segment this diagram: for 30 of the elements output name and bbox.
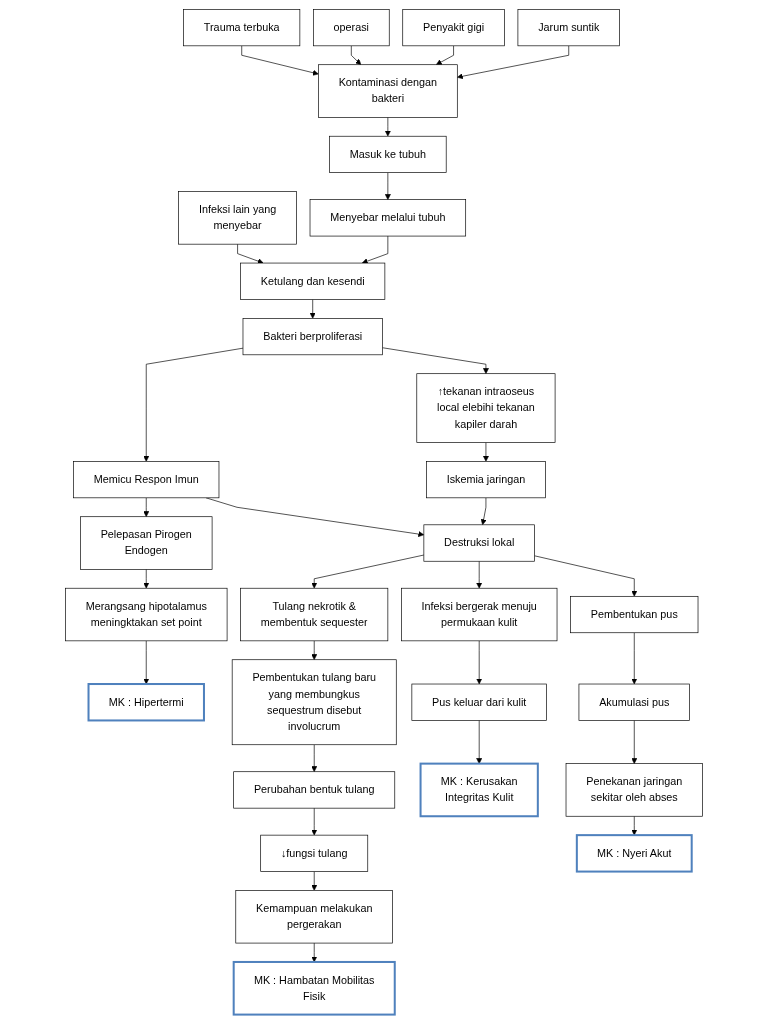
node-box: MK : Hipertermi (87, 683, 205, 722)
node-box: Infeksi lain yang menyebar (178, 191, 297, 245)
node-box: MK : Hambatan Mobilitas Fisik (232, 960, 396, 1016)
node-box: Akumulasi pus (578, 683, 690, 721)
node-box: MK : Nyeri Akut (575, 834, 693, 873)
node-box: Penyakit gigi (402, 9, 505, 47)
node-box: Kemampuan melakukan pergerakan (235, 890, 394, 944)
node-box: Tulang nekrotik & membentuk sequester (240, 587, 389, 642)
node-box: Destruksi lokal (423, 524, 535, 562)
node-box: Iskemia jaringan (426, 461, 546, 499)
node-box: Ketulang dan kesendi (240, 262, 386, 300)
node-box: Merangsang hipotalamus meningktakan set point (65, 587, 228, 642)
node-box: Pembentukan tulang baru yang membungkus sequestrum disebut involucrum (231, 659, 397, 746)
node-box: ↑tekanan intraoseus local elebihi tekanan kapiler darah (416, 373, 556, 443)
node-box: Bakteri berproliferasi (242, 318, 383, 356)
node-box: ↓fungsi tulang (260, 834, 369, 872)
node-box: Penekanan jaringan sekitar oleh abses (565, 763, 703, 817)
node-box: Trauma terbuka (183, 9, 301, 47)
node-box: Menyebar melalui tubuh (309, 199, 467, 237)
node-box: MK : Kerusakan Integritas Kulit (419, 762, 539, 818)
node-box: Pembentukan pus (570, 596, 699, 634)
node-box: Masuk ke tubuh (329, 135, 447, 173)
node-box: Pelepasan Pirogen Endogen (80, 516, 213, 570)
node-box: Kontaminasi dengan bakteri (318, 64, 458, 118)
node-box: Perubahan bentuk tulang (233, 771, 396, 809)
node-box: Pus keluar dari kulit (411, 683, 547, 721)
node-box: Jarum suntik (517, 9, 620, 47)
node-box: Memicu Respon Imun (73, 461, 220, 499)
node-box: Infeksi bergerak menuju permukaan kulit (401, 587, 558, 642)
node-box: operasi (313, 9, 390, 47)
